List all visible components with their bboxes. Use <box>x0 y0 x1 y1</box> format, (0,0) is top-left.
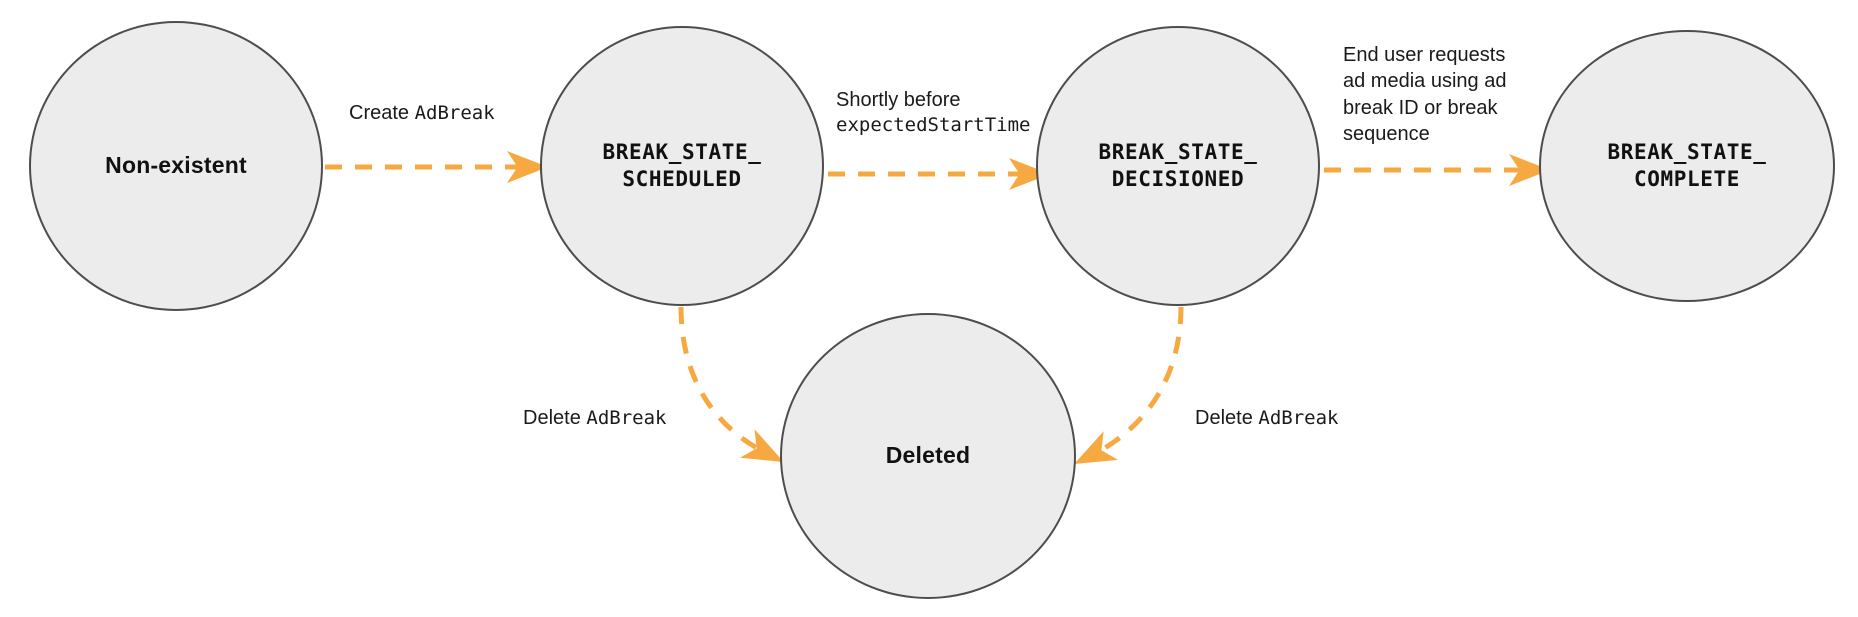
state-node-label: BREAK_STATE_ SCHEDULED <box>602 140 762 191</box>
state-node-deleted[interactable]: Deleted <box>780 313 1076 599</box>
edge-label-text-plain: Shortly before <box>836 89 961 111</box>
state-node-non-existent[interactable]: Non-existent <box>29 21 323 311</box>
state-node-label: Deleted <box>885 442 971 469</box>
state-node-label: Non-existent <box>105 152 247 179</box>
state-node-label: BREAK_STATE_ COMPLETE <box>1607 140 1767 191</box>
edge-delete-adbreak-from-decisioned <box>1074 306 1184 464</box>
edge-label-text-mono: AdBreak <box>586 407 667 429</box>
edge-delete-adbreak-from-scheduled <box>678 306 784 463</box>
edge-label-shortly-before: Shortly before expectedStartTime <box>836 87 1030 138</box>
edge-label-delete-adbreak-decisioned: Delete AdBreak <box>1195 405 1338 431</box>
edge-label-text-mono: expectedStartTime <box>836 114 1031 137</box>
edge-label-text-mono: AdBreak <box>414 102 495 124</box>
state-node-label: BREAK_STATE_ DECISIONED <box>1098 140 1258 191</box>
edge-label-text-plain: Delete <box>1195 407 1259 429</box>
edge-label-delete-adbreak-scheduled: Delete AdBreak <box>523 405 666 431</box>
edge-label-text-plain: Create <box>349 102 415 124</box>
edge-label-text-mono: AdBreak <box>1258 407 1339 429</box>
edge-label-text-plain: Delete <box>523 407 587 429</box>
edge-label-text-plain: End user requests ad media using ad brea… <box>1343 44 1507 146</box>
edge-label-end-user-requests: End user requests ad media using ad brea… <box>1343 42 1523 148</box>
state-node-break-state-decisioned[interactable]: BREAK_STATE_ DECISIONED <box>1036 26 1320 306</box>
state-node-break-state-scheduled[interactable]: BREAK_STATE_ SCHEDULED <box>540 26 824 306</box>
state-node-break-state-complete[interactable]: BREAK_STATE_ COMPLETE <box>1539 30 1835 302</box>
edge-label-create-adbreak: Create AdBreak <box>349 100 495 126</box>
